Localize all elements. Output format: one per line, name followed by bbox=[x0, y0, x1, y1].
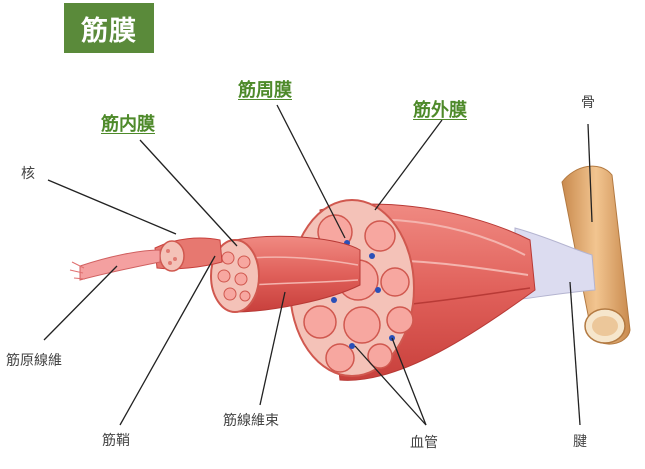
muscle-fiber-shape bbox=[154, 237, 223, 272]
page-title: 筋膜 bbox=[64, 3, 154, 53]
label-tendon: 腱 bbox=[573, 434, 587, 450]
tendon-shape bbox=[514, 227, 596, 301]
label-sheath: 筋鞘 bbox=[102, 433, 130, 449]
label-endomysium: 筋内膜 bbox=[101, 114, 155, 135]
fascicle-shape bbox=[210, 235, 361, 313]
bone-shape bbox=[561, 165, 631, 345]
label-vessel: 血管 bbox=[410, 435, 438, 451]
label-nucleus: 核 bbox=[21, 166, 35, 182]
label-epimysium: 筋外膜 bbox=[413, 100, 467, 121]
label-perimysium: 筋周膜 bbox=[238, 80, 292, 101]
label-fascicle: 筋線維束 bbox=[223, 413, 279, 429]
leader-lines bbox=[43, 104, 593, 426]
myofibril-shape bbox=[69, 249, 161, 281]
label-myofibril: 筋原線維 bbox=[6, 353, 62, 369]
label-bone: 骨 bbox=[581, 95, 595, 111]
